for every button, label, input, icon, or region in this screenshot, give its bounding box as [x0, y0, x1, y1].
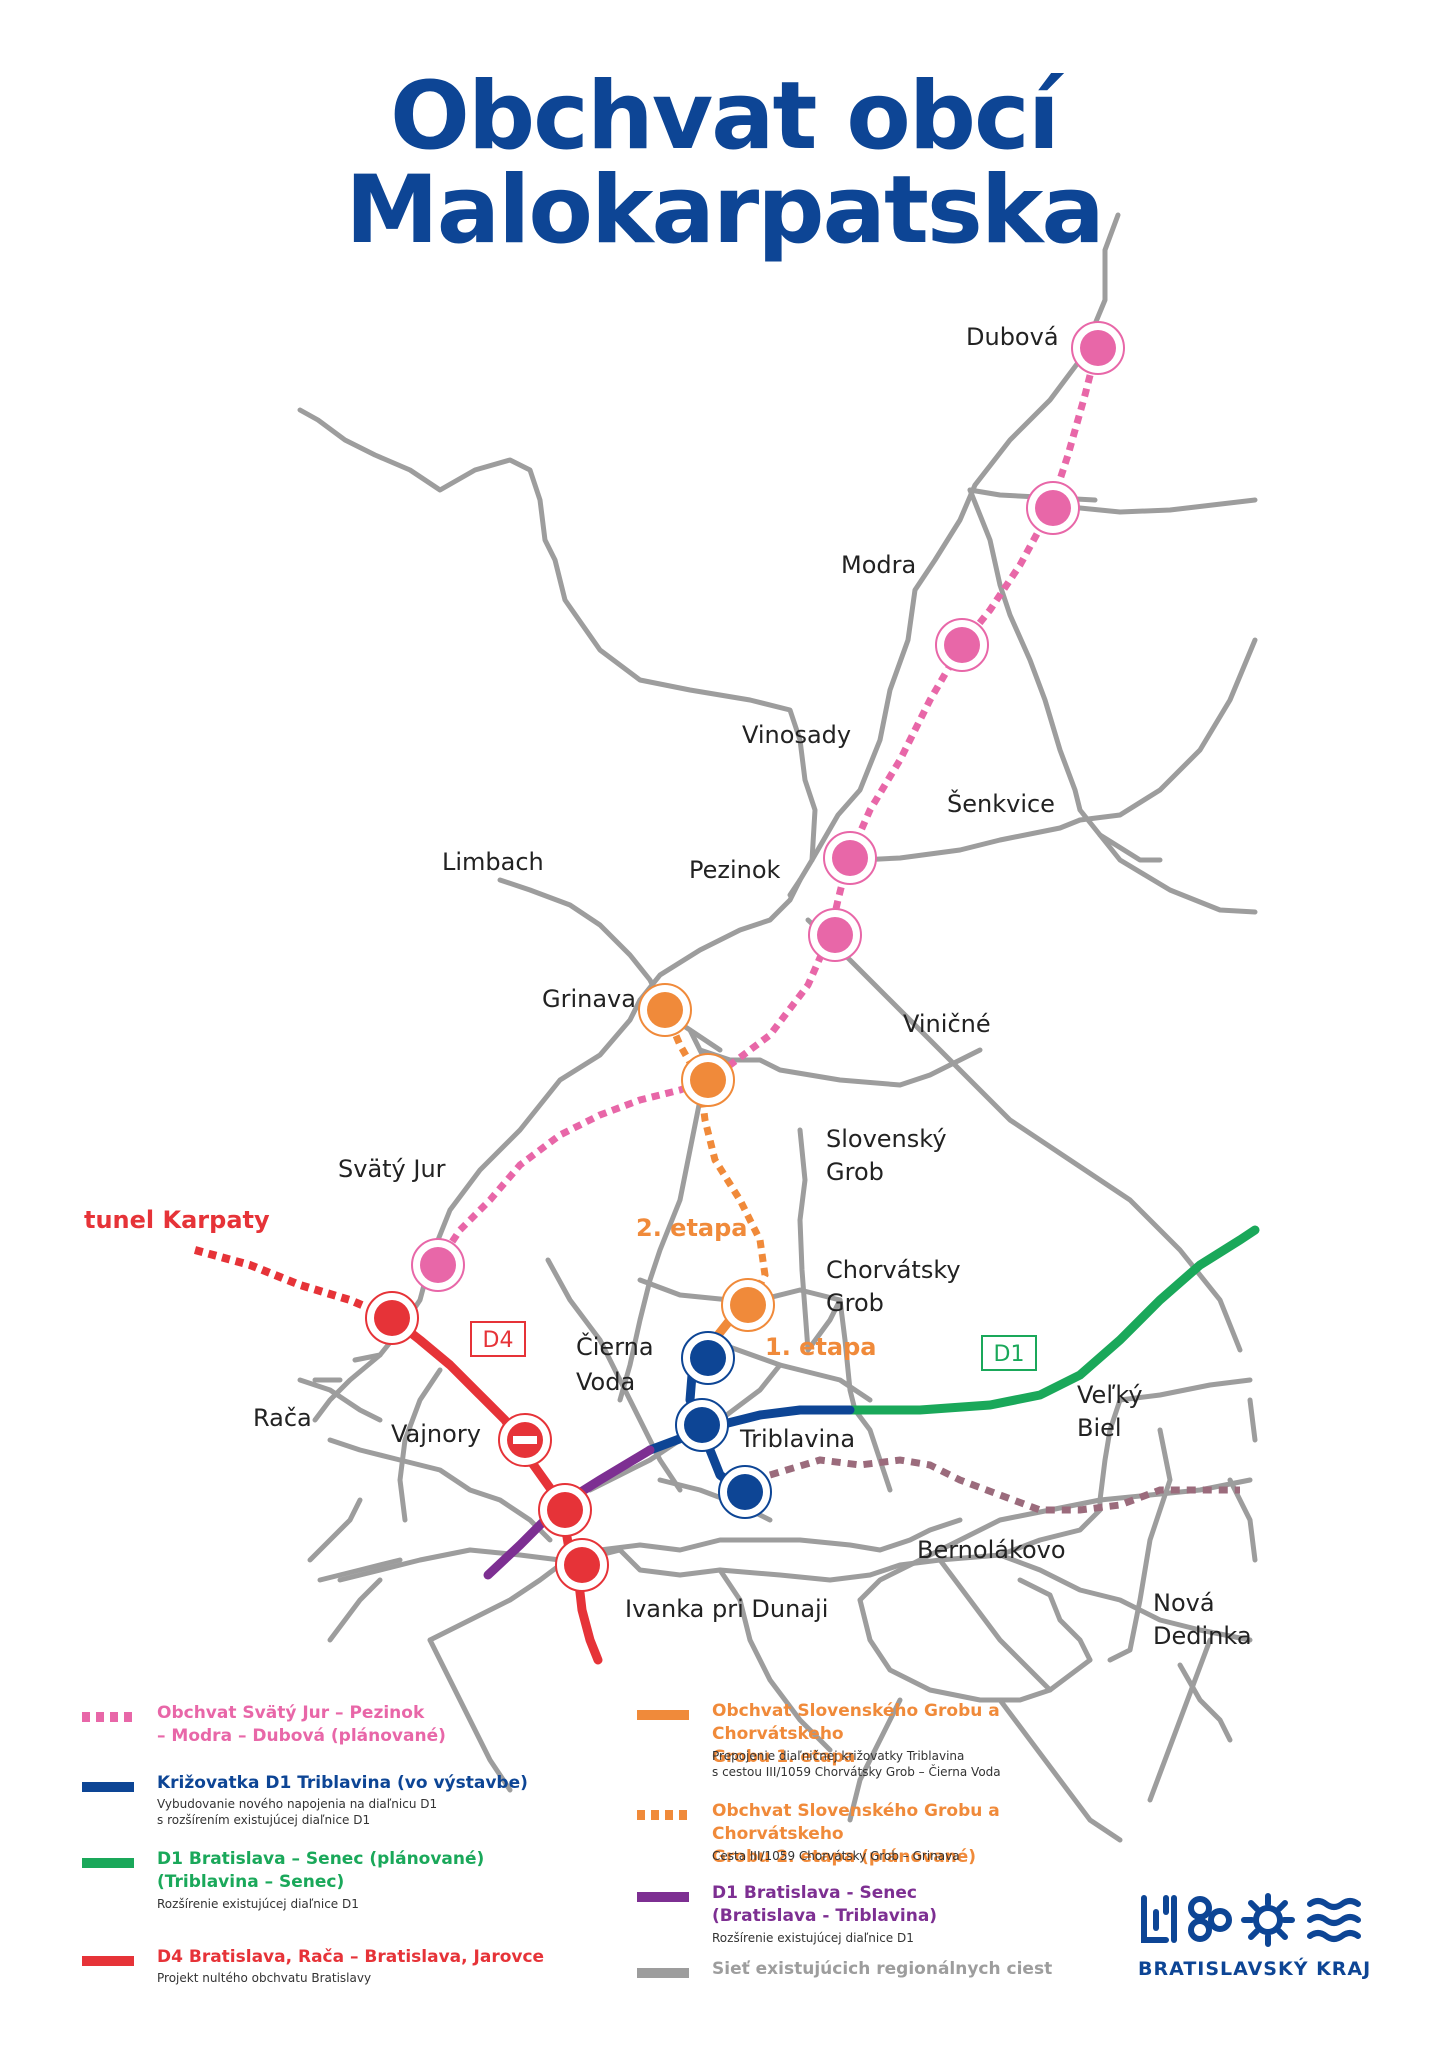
label-grinava: Grinava [542, 985, 636, 1013]
label-nova-dedinka-1: Nová [1153, 1589, 1215, 1617]
d4-red-line [387, 1313, 603, 1665]
legend-title: Križovatka D1 Triblavina (vo výstavbe) [157, 1773, 528, 1793]
bratislava-region-logo: BRATISLAVSKÝ KRAJ [1138, 1890, 1378, 2000]
node-pezinok-north [823, 831, 877, 885]
label-vinosady: Vinosady [742, 721, 851, 749]
pink-nodes [411, 321, 1125, 1292]
legend-swatch-gray [637, 1968, 689, 1978]
node-vajnory-closed [498, 1413, 552, 1467]
legend-swatch-green [82, 1858, 134, 1868]
label-chorvatsky-grob-2: Grob [826, 1289, 884, 1317]
red-nodes [365, 1291, 609, 1592]
node-dubova [1071, 321, 1125, 375]
node-raca [365, 1291, 419, 1345]
label-ivanka: Ivanka pri Dunaji [625, 1595, 828, 1623]
label-triblavina: Triblavina [739, 1425, 855, 1453]
label-dubova: Dubová [966, 323, 1059, 351]
label-velky-biel-1: Veľký [1077, 1381, 1143, 1409]
bratislava-region-logo-icon [1141, 1893, 1361, 1947]
label-nova-dedinka-2: Dedinka [1153, 1622, 1252, 1650]
legend-title: Obchvat Svätý Jur – Pezinok – Modra – Du… [157, 1703, 446, 1746]
label-vinicne: Viničné [903, 1010, 991, 1038]
legend-subtitle: Rozšírenie existujúcej diaľnice D1 [712, 1931, 914, 1945]
label-chorvatsky-grob-1: Chorvátsky [826, 1256, 961, 1284]
label-slovensky-grob-2: Grob [826, 1158, 884, 1186]
page-title: Obchvat obcí Malokarpatska [345, 62, 1105, 265]
label-vajnory: Vajnory [391, 1420, 481, 1448]
label-etapa2: 2. etapa [636, 1214, 748, 1242]
node-d4-d1-junction [538, 1483, 592, 1537]
legend-swatch-blue [82, 1782, 134, 1792]
d1-green-line [845, 1225, 1260, 1415]
legend-title: D1 Bratislava – Senec (plánované) (Tribl… [157, 1849, 485, 1892]
node-grinava [638, 983, 692, 1037]
legend-subtitle: Rozšírenie existujúcej diaľnice D1 [157, 1897, 359, 1911]
legend-title: Obchvat Slovenského Grobu a Chorvátskeho… [712, 1801, 1000, 1867]
place-labels: Dubová Modra Vinosady Šenkvice Limbach P… [253, 323, 1252, 1650]
label-limbach: Limbach [442, 848, 544, 876]
legend-swatch-orange-dotted [637, 1810, 689, 1820]
node-modra-south [935, 618, 989, 672]
node-grinava-south [681, 1053, 735, 1107]
node-svaty-jur [411, 1238, 465, 1292]
d4-box-label: D4 [470, 1321, 526, 1357]
legend-title: Sieť existujúcich regionálnych ciest [712, 1959, 1053, 1979]
label-cierna-voda-1: Čierna [576, 1331, 654, 1361]
tunel-karpaty-dotted [193, 1246, 394, 1322]
label-svaty-jur: Svätý Jur [338, 1155, 446, 1183]
label-cierna-voda-2: Voda [576, 1368, 635, 1396]
label-bernolakovo: Bernolákovo [917, 1536, 1066, 1564]
legend-subtitle: Cesta III/1059 Chorvátsky Grob – Grinava [712, 1849, 960, 1863]
legend-swatch-red [82, 1956, 134, 1966]
label-slovensky-grob-1: Slovenský [826, 1125, 947, 1153]
svg-text:D4: D4 [483, 1328, 514, 1353]
label-velky-biel-2: Biel [1077, 1414, 1122, 1442]
label-raca: Rača [253, 1404, 312, 1432]
node-modra-north [1026, 481, 1080, 535]
d1-box-label: D1 [981, 1335, 1037, 1371]
label-senkvice: Šenkvice [947, 788, 1055, 818]
legend-subtitle: Projekt nultého obchvatu Bratislavy [157, 1971, 372, 1985]
node-triblavina [675, 1398, 729, 1452]
legend-subtitle: Vybudovanie nového napojenia na diaľnicu… [157, 1797, 438, 1827]
label-etapa1: 1. etapa [765, 1333, 877, 1361]
orange-nodes [638, 983, 775, 1332]
logo-text: BRATISLAVSKÝ KRAJ [1138, 1958, 1372, 1980]
label-pezinok: Pezinok [689, 856, 781, 884]
label-modra: Modra [841, 551, 916, 579]
node-chorvatsky-grob [721, 1278, 775, 1332]
legend-title: Obchvat Slovenského Grobu a Chorvátskeho… [712, 1701, 1000, 1767]
blue-nodes [675, 1331, 772, 1519]
mauve-dotted-road [768, 1456, 1240, 1514]
node-cierna-voda [681, 1331, 735, 1385]
orange-etapa2-dotted [661, 1008, 769, 1307]
label-tunel-karpaty: tunel Karpaty [84, 1206, 270, 1234]
node-triblavina-south [718, 1465, 772, 1519]
legend-swatch-pink-dotted [82, 1712, 134, 1722]
node-ivanka [555, 1538, 609, 1592]
legend-swatch-purple [637, 1892, 689, 1902]
node-pezinok-south [808, 908, 862, 962]
legend-swatch-orange [637, 1710, 689, 1720]
svg-text:D1: D1 [994, 1342, 1025, 1367]
legend-subtitle: Prepojenie diaľničnej križovatky Triblav… [712, 1749, 1001, 1779]
legend-title: D4 Bratislava, Rača – Bratislava, Jarovc… [157, 1947, 545, 1967]
legend-title: D1 Bratislava - Senec (Bratislava - Trib… [712, 1883, 938, 1926]
